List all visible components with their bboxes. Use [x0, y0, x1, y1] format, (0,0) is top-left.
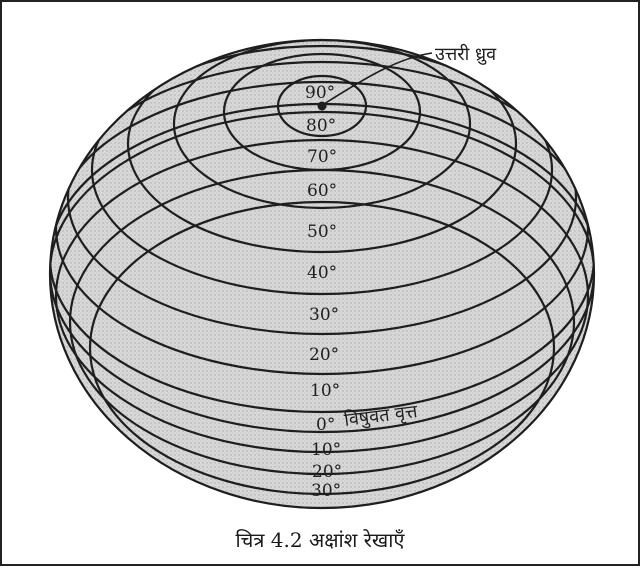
latitude-label-10: 10° [310, 381, 340, 401]
latitude-ring-60 [172, 40, 472, 210]
latitude-ring-s20 [68, 168, 576, 476]
north-pole-label: उत्तरी ध्रुव [435, 43, 497, 65]
latitude-label-80: 80° [306, 116, 336, 136]
latitude-label-40: 40° [307, 263, 337, 283]
latitude-label-70: 70° [307, 147, 337, 167]
latitude-label-s30: 30° [311, 481, 341, 501]
latitude-label-s20: 20° [312, 462, 342, 482]
latitude-label-90: 90° [305, 83, 335, 103]
latitude-label-20: 20° [309, 345, 339, 365]
latitude-ring-30 [66, 60, 578, 336]
latitude-ring-40 [90, 44, 554, 296]
north-pole-leader-line [323, 52, 433, 105]
latitude-ring-s30 [88, 200, 556, 496]
latitude-label-60: 60° [307, 181, 337, 201]
latitude-label-0: 0° [316, 415, 335, 435]
latitude-ring-50 [126, 40, 518, 254]
latitude-label-50: 50° [307, 222, 337, 242]
equator-line [50, 110, 594, 434]
figure-caption: चित्र 4.2 अक्षांश रेखाएँ [235, 528, 405, 552]
latitude-label-30: 30° [309, 305, 339, 325]
latitude-label-s10: 10° [311, 440, 341, 460]
latitude-ring-s10 [54, 138, 590, 454]
